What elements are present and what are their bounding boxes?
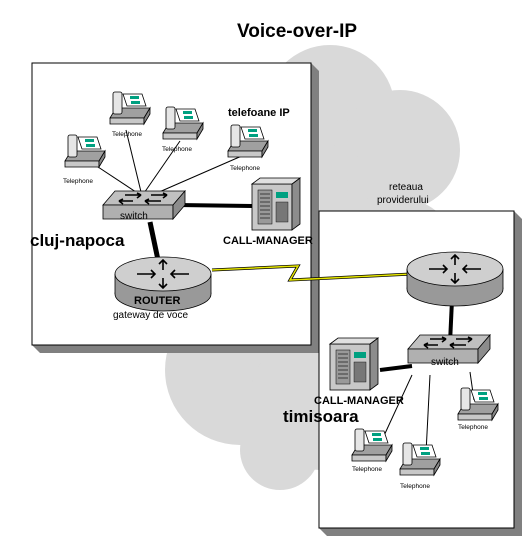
cluj-switch-label: switch	[120, 211, 148, 222]
cluj-call-manager-label: CALL-MANAGER	[223, 235, 313, 247]
provider-label-line2: providerului	[377, 195, 429, 206]
phone-3-label: Telephone	[63, 178, 93, 185]
phone-1-label: Telephone	[112, 131, 142, 138]
wan-link	[211, 264, 413, 282]
cluj-links	[91, 129, 253, 261]
timisoara-switch-label: switch	[431, 357, 459, 368]
cluj-napoca-label: cluj-napoca	[30, 231, 125, 250]
phone-5-label: Telephone	[458, 424, 488, 431]
router-label: ROUTER	[134, 295, 181, 307]
timisoara-call-manager-label: CALL-MANAGER	[314, 395, 404, 407]
provider-router	[406, 251, 504, 307]
ip-phones-label: telefoane IP	[228, 107, 290, 119]
provider-label-line1: reteaua	[389, 182, 423, 193]
timisoara-call-manager	[329, 337, 379, 391]
voice-gateway-label: gateway de voce	[113, 310, 189, 321]
phone-6-label: Telephone	[352, 466, 382, 473]
phone-7-label: Telephone	[400, 483, 430, 490]
phone-2-label: Telephone	[162, 146, 192, 153]
phone-4-label: Telephone	[230, 165, 260, 172]
timisoara-label: timisoara	[283, 407, 359, 426]
diagram-title: Voice-over-IP	[237, 21, 358, 42]
cluj-call-manager	[251, 177, 301, 231]
